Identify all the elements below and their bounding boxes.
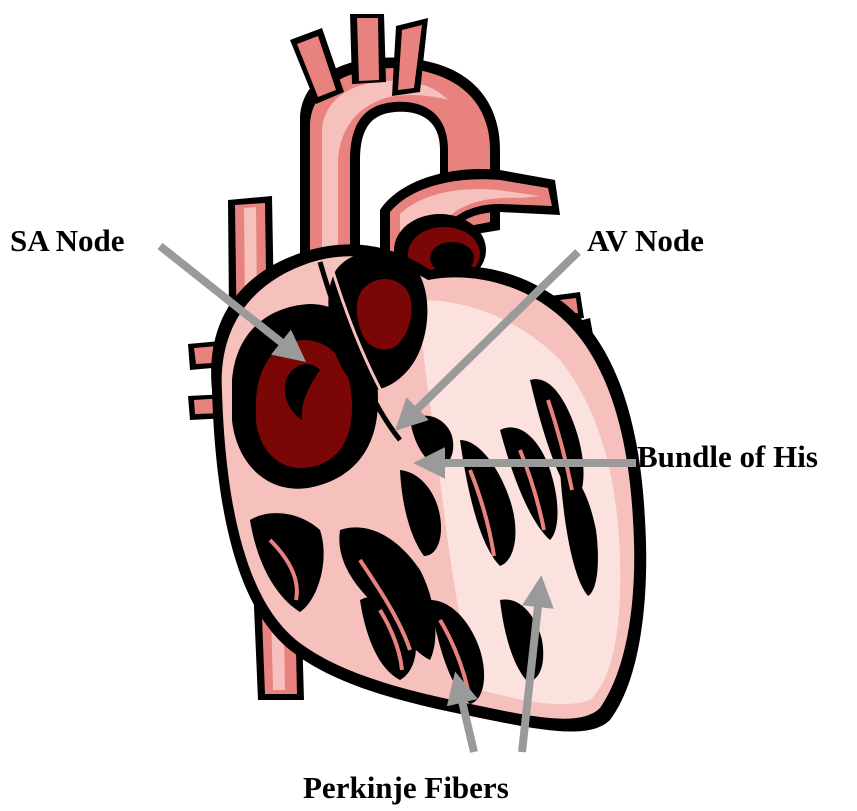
av-node-label: AV Node (587, 225, 704, 256)
sa-node-label: SA Node (10, 225, 125, 256)
bundle-of-his-label: Bundle of His (637, 441, 818, 472)
perkinje-fibers-label: Perkinje Fibers (303, 772, 509, 803)
